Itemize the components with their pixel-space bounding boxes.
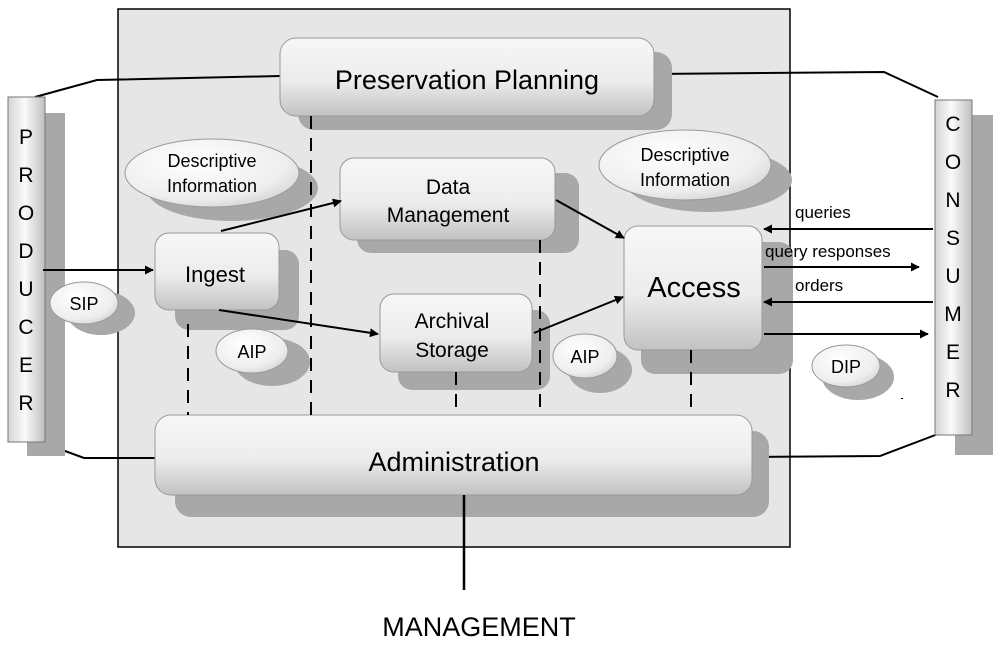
queries-label: queries: [795, 203, 851, 222]
producer-letter: R: [18, 164, 33, 187]
descriptive-info-left: Descriptive Information: [124, 138, 300, 208]
access-label: Access: [647, 272, 740, 304]
producer-letter: D: [18, 240, 33, 263]
administration-label: Administration: [368, 447, 539, 477]
producer-letter: P: [19, 126, 33, 149]
consumer-flow-arrows: [763, 224, 933, 399]
internal-arrows: [43, 198, 625, 338]
aip-right-label: AIP: [570, 347, 599, 367]
access-box: Access: [623, 225, 763, 351]
dashed-connectors: [187, 116, 692, 415]
ingest-box: Ingest: [154, 232, 280, 311]
archival-storage-to-access-arrow: [533, 295, 624, 334]
data-management-label-1: Data: [426, 176, 471, 199]
producer-letter: U: [18, 278, 33, 301]
orders-label: orders: [795, 276, 843, 295]
producer-letter: R: [18, 392, 33, 415]
producer-letter: C: [18, 316, 33, 339]
aip-right-ellipse: AIP: [552, 333, 618, 379]
descriptive-left-label-1: Descriptive: [167, 151, 256, 171]
archival-storage-box: Archival Storage: [379, 293, 533, 373]
aip-left-ellipse: AIP: [215, 328, 289, 374]
consumer-letter: C: [945, 113, 960, 136]
sip-ellipse: SIP: [49, 281, 119, 325]
aip-left-label: AIP: [237, 342, 266, 362]
producer-letter: O: [18, 202, 34, 225]
consumer-letter: S: [946, 227, 960, 250]
producer-letter: E: [19, 354, 33, 377]
consumer-letter: N: [945, 189, 960, 212]
data-management-box: Data Management: [339, 157, 556, 241]
descriptive-right-label-1: Descriptive: [640, 145, 729, 165]
dip-label: DIP: [831, 357, 861, 377]
query-responses-label: query responses: [765, 242, 891, 261]
descriptive-left-label-2: Information: [167, 176, 257, 196]
ingest-to-archival-storage-arrow: [218, 309, 379, 338]
administration-box: Administration: [154, 414, 753, 496]
preservation-planning-label: Preservation Planning: [335, 65, 599, 95]
dip-ellipse: DIP: [811, 344, 881, 388]
ingest-label: Ingest: [185, 262, 245, 287]
data-management-label-2: Management: [387, 204, 510, 227]
ingest-to-data-management-arrow: [220, 198, 342, 232]
descriptive-right-label-2: Information: [640, 170, 730, 190]
preservation-planning-box: Preservation Planning: [279, 37, 655, 117]
consumer-letter: O: [945, 151, 961, 174]
consumer-letter: R: [945, 379, 960, 402]
archival-storage-label-2: Storage: [415, 339, 489, 362]
data-management-to-access-arrow: [555, 199, 625, 239]
archival-storage-label-1: Archival: [415, 310, 490, 333]
consumer-letter: M: [944, 303, 962, 326]
consumer-letter: E: [946, 341, 960, 364]
management-label: MANAGEMENT: [382, 612, 576, 642]
descriptive-info-right: Descriptive Information: [598, 129, 772, 201]
consumer-letter: U: [945, 265, 960, 288]
sip-label: SIP: [69, 294, 98, 314]
